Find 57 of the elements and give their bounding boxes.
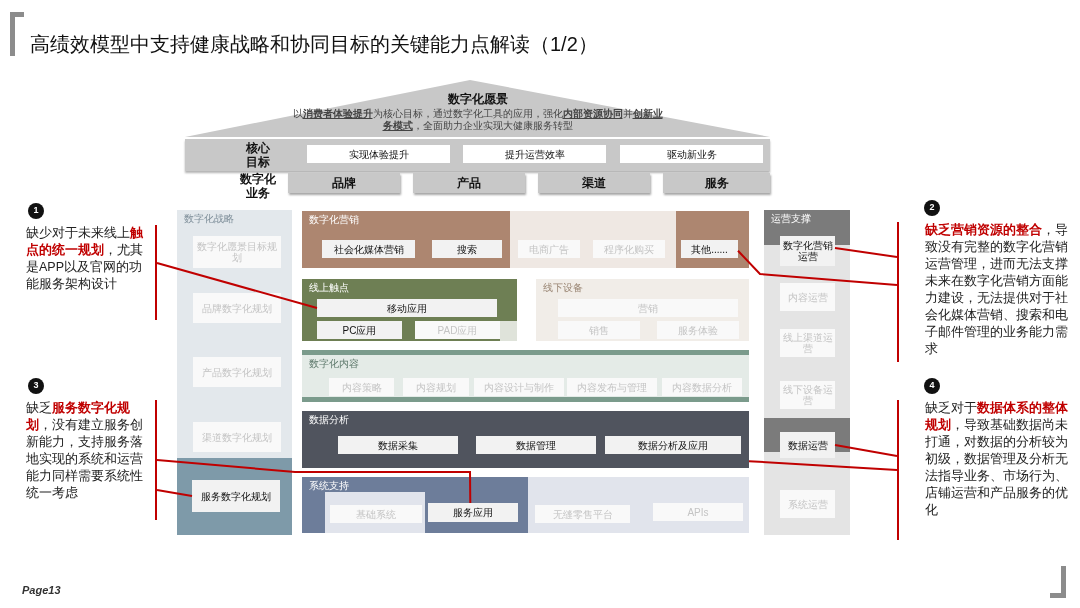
band-heading: 线下设备 bbox=[543, 281, 583, 294]
roof-banner bbox=[185, 80, 770, 137]
capability-box: 服务数字化规划 bbox=[192, 480, 280, 512]
capability-box: 提升运营效率 bbox=[463, 145, 606, 163]
band-heading: 数据分析 bbox=[309, 413, 349, 426]
capability-box: 实现体验提升 bbox=[307, 145, 450, 163]
capability-box: 移动应用 bbox=[317, 299, 497, 317]
callout-number: 2 bbox=[924, 200, 940, 216]
callout-text: 缺乏对于数据体系的整体规划，导致基础数据尚未打通，对数据的分析较为初级，数据管理及分析无法指导业务、市场行为、店铺运营和产品服务的优化 bbox=[925, 400, 1069, 519]
callout-text: 缺少对于未来线上触点的统一规划，尤其是APP以及官网的功能服务架构设计 bbox=[26, 225, 144, 293]
leader-line bbox=[156, 459, 472, 504]
band-heading: 数字化战略 bbox=[184, 212, 234, 225]
leader-line bbox=[737, 249, 898, 286]
layer-band bbox=[302, 350, 749, 402]
capability-box: 数字化营销运营 bbox=[780, 236, 835, 266]
leader-line bbox=[834, 444, 898, 457]
layer-band bbox=[302, 477, 749, 533]
capability-box: 数据采集 bbox=[338, 436, 458, 454]
roof-title: 数字化愿景 bbox=[447, 92, 508, 106]
callout-text: 缺乏服务数字化规划，没有建立服务创新能力，支持服务落地实现的系统和运营能力同样需要系统性统一考虑 bbox=[26, 400, 144, 502]
callout-text: 缺乏营销资源的整合，导致没有完整的数字化营销运营管理，进而无法支撑未来在数字化营销方面能力建设，无法提供对于社会化媒体营销、搜索和电子邮件管理的业务能力需求 bbox=[925, 222, 1069, 358]
band-heading: 系统支持 bbox=[309, 479, 349, 492]
layer-band bbox=[302, 411, 749, 468]
business-tab: 品牌 bbox=[288, 173, 400, 193]
page-number: Page13 bbox=[22, 583, 61, 598]
goal-band bbox=[185, 139, 770, 171]
leader-line bbox=[156, 262, 318, 309]
callout-number: 3 bbox=[28, 378, 44, 394]
roof-description: 以消费者体验提升为核心目标，通过数字化工具的应用，强化内部资源协同并创新业务模式，全面助力企业实现大健康服务转型 bbox=[292, 108, 663, 132]
layer-band bbox=[302, 211, 749, 268]
band-heading: 线上触点 bbox=[309, 281, 349, 294]
capability-box: PC应用 bbox=[317, 321, 402, 339]
capability-box: 搜索 bbox=[432, 240, 502, 258]
business-tab: 服务 bbox=[663, 173, 770, 193]
band-heading: 运营支撑 bbox=[771, 212, 811, 225]
leader-line bbox=[834, 247, 898, 258]
capability-box: 社会化媒体营销 bbox=[322, 240, 415, 258]
band-heading: 数字化营销 bbox=[309, 213, 359, 226]
layer-band bbox=[302, 279, 517, 341]
business-tab: 渠道 bbox=[538, 173, 650, 193]
slide-title: 高绩效模型中支持健康战略和协同目标的关键能力点解读（1/2） bbox=[30, 32, 598, 57]
capability-box: 驱动新业务 bbox=[620, 145, 763, 163]
capability-box: 其他...... bbox=[681, 240, 738, 258]
row-label: 数字化业务 bbox=[239, 172, 277, 200]
leader-line bbox=[748, 460, 898, 471]
column-panel bbox=[177, 210, 292, 535]
capability-box: 服务应用 bbox=[428, 503, 518, 522]
band-label: 核心目标 bbox=[245, 141, 271, 169]
band-heading: 数字化内容 bbox=[309, 357, 359, 370]
column-panel bbox=[764, 210, 850, 535]
leader-line bbox=[156, 489, 193, 497]
callout-number: 4 bbox=[924, 378, 940, 394]
capability-box: 数据分析及应用 bbox=[605, 436, 741, 454]
capability-box: 数据管理 bbox=[476, 436, 596, 454]
business-tab: 产品 bbox=[413, 173, 525, 193]
capability-box: 数据运营 bbox=[780, 432, 835, 458]
callout-number: 1 bbox=[28, 203, 44, 219]
